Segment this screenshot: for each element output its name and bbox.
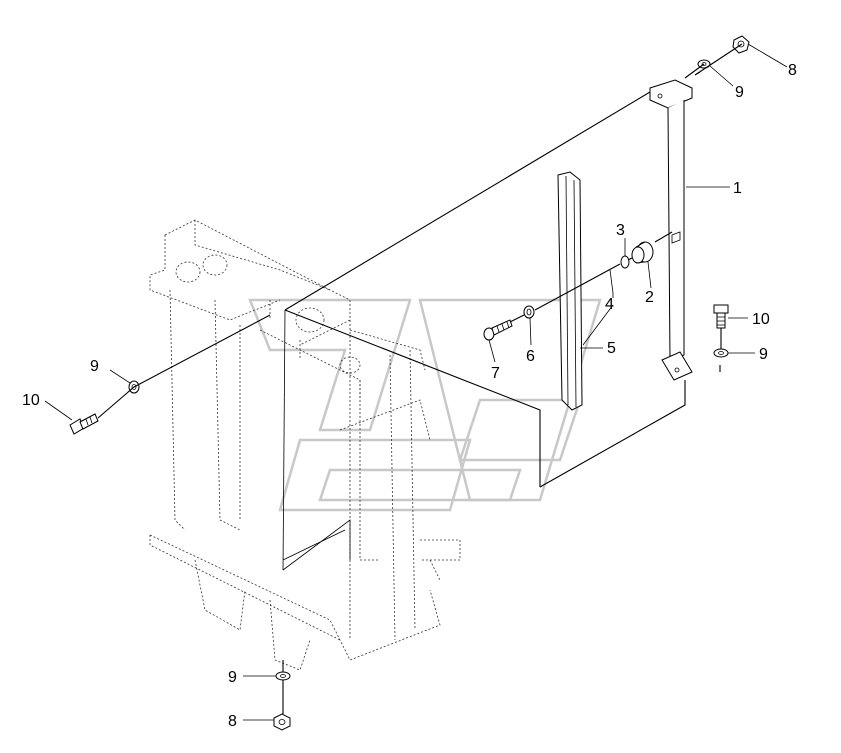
callout-10-right: 10 [752,311,770,328]
bolt-part-7 [483,319,513,341]
callout-1: 1 [733,180,742,197]
callout-8-bottom: 8 [228,713,237,730]
nut-part-6 [523,305,535,319]
bracket-part-1 [649,79,693,381]
callout-9-bottom: 9 [228,669,237,686]
assembly-lines [97,43,743,714]
callout-9-top: 9 [735,84,744,101]
callout-7: 7 [491,365,500,382]
nut-part-8-bottom [273,713,291,731]
callout-3: 3 [616,222,625,239]
washer-part-9-bottom [275,671,291,681]
watermark-logo [248,298,602,512]
bolt-part-10-left [69,413,99,435]
washer-part-9-right [713,348,729,358]
radiator-panel [282,91,721,571]
leader-lines [44,43,788,721]
callout-labels: 1 2 3 4 5 6 7 8 9 10 9 9 10 9 8 [22,62,797,730]
bolt-part-10-right [713,304,729,329]
callout-9-left: 9 [90,358,99,375]
callout-8-top: 8 [788,62,797,79]
callout-9-right: 9 [759,346,768,363]
rubber-mount-part-2 [631,241,654,264]
frame-dashed [149,219,461,671]
callout-10-left: 10 [22,392,40,409]
callout-4: 4 [605,296,614,313]
washer-part-3 [620,255,630,269]
callout-5: 5 [607,340,616,357]
callout-6: 6 [526,348,535,365]
callout-2: 2 [645,289,654,306]
